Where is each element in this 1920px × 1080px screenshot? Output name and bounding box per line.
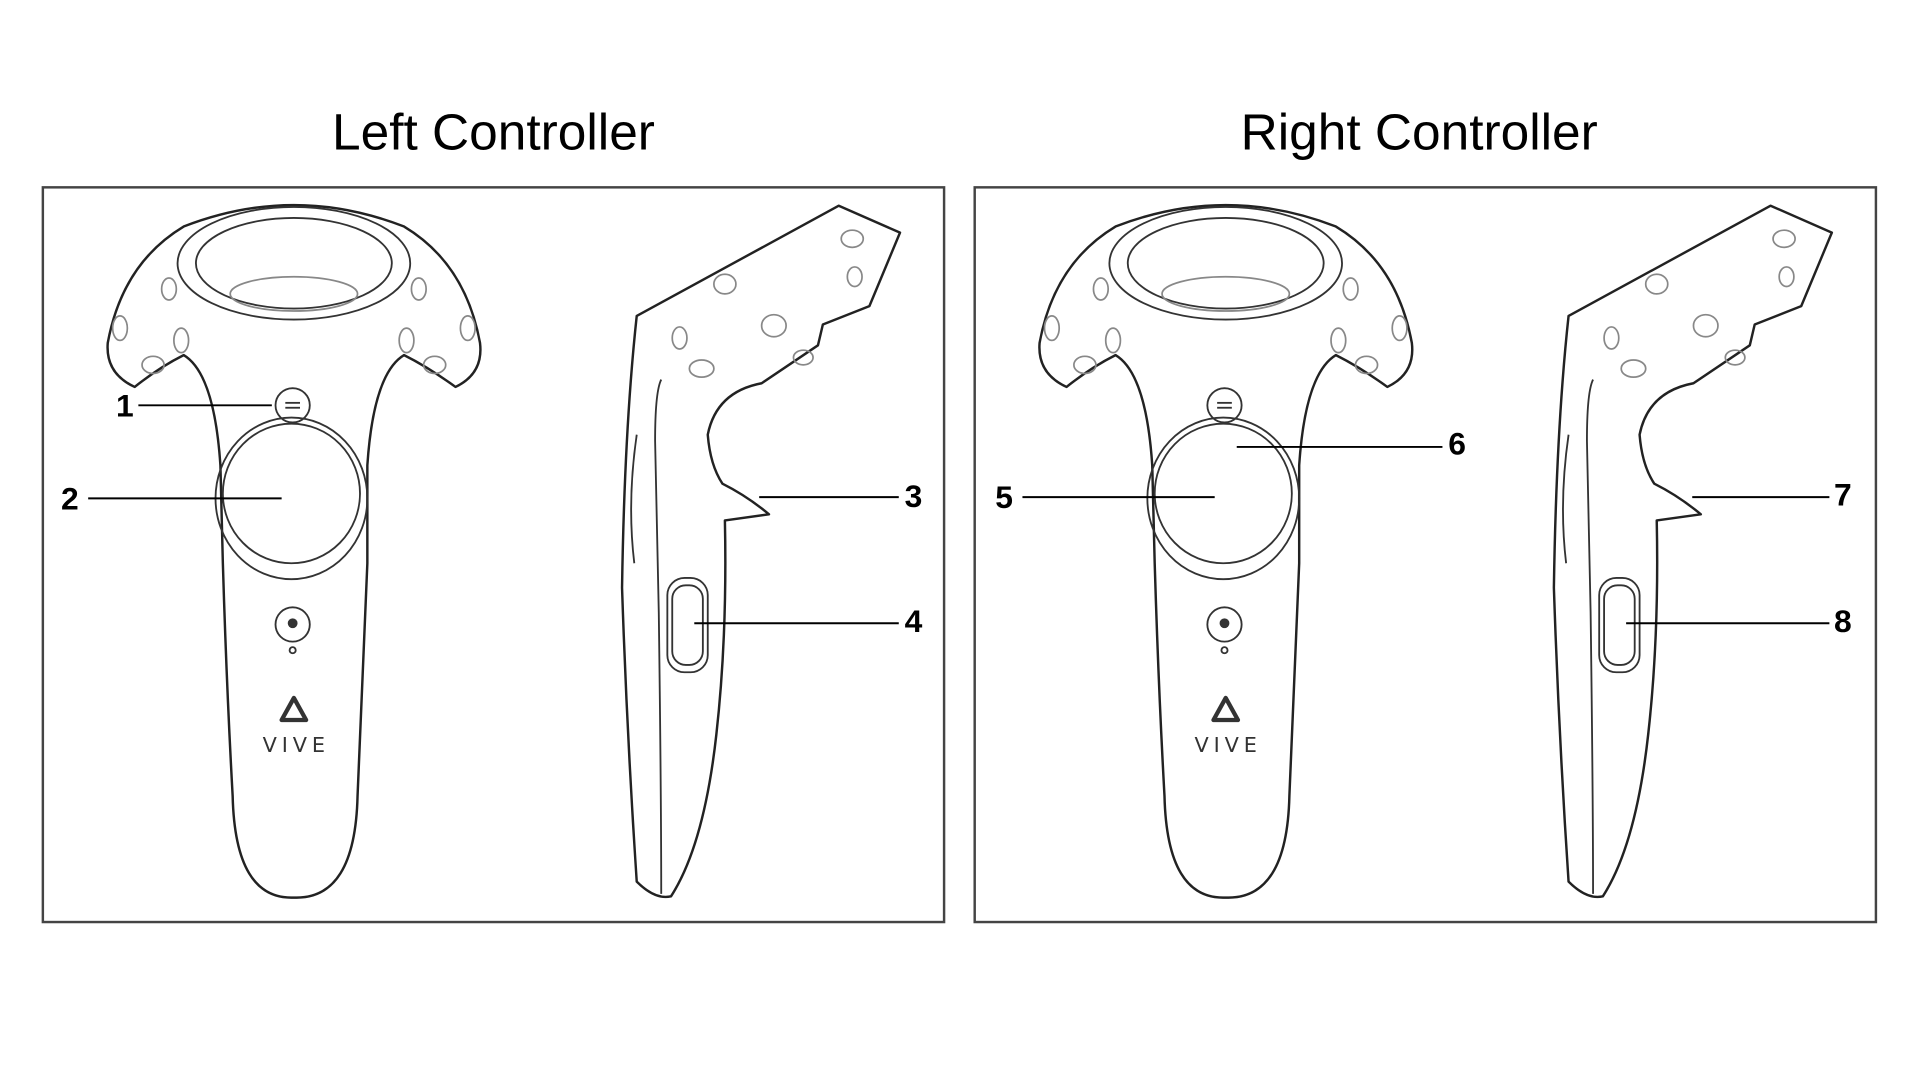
left-controller-panel: Left Controller 1 2 3 4 VIVE — [41, 102, 946, 924]
callout-trackpad: 5 — [995, 479, 1013, 515]
callout-trackpad: 2 — [61, 480, 79, 516]
controller-side-view — [620, 204, 902, 899]
right-controller-panel: Right Controller VIVE 5 6 7 8 — [973, 102, 1878, 924]
callout-trigger: 7 — [1834, 477, 1852, 513]
vive-logo: VIVE — [1194, 733, 1261, 757]
callout-menu-button: 1 — [116, 387, 134, 423]
controller-front-view — [108, 205, 481, 898]
callout-grip-button: 8 — [1834, 603, 1852, 639]
callout-trigger: 3 — [905, 478, 923, 514]
panel-title: Left Controller — [332, 102, 655, 160]
controller-side-view — [1552, 204, 1834, 899]
vive-logo: VIVE — [263, 733, 330, 757]
panel-border — [41, 186, 946, 924]
panel-title: Right Controller — [1241, 102, 1598, 160]
callout-grip-button: 4 — [905, 603, 923, 639]
callout-trackpad-top: 6 — [1448, 425, 1466, 461]
panel-border — [973, 186, 1878, 924]
controller-front-view — [1039, 205, 1412, 898]
